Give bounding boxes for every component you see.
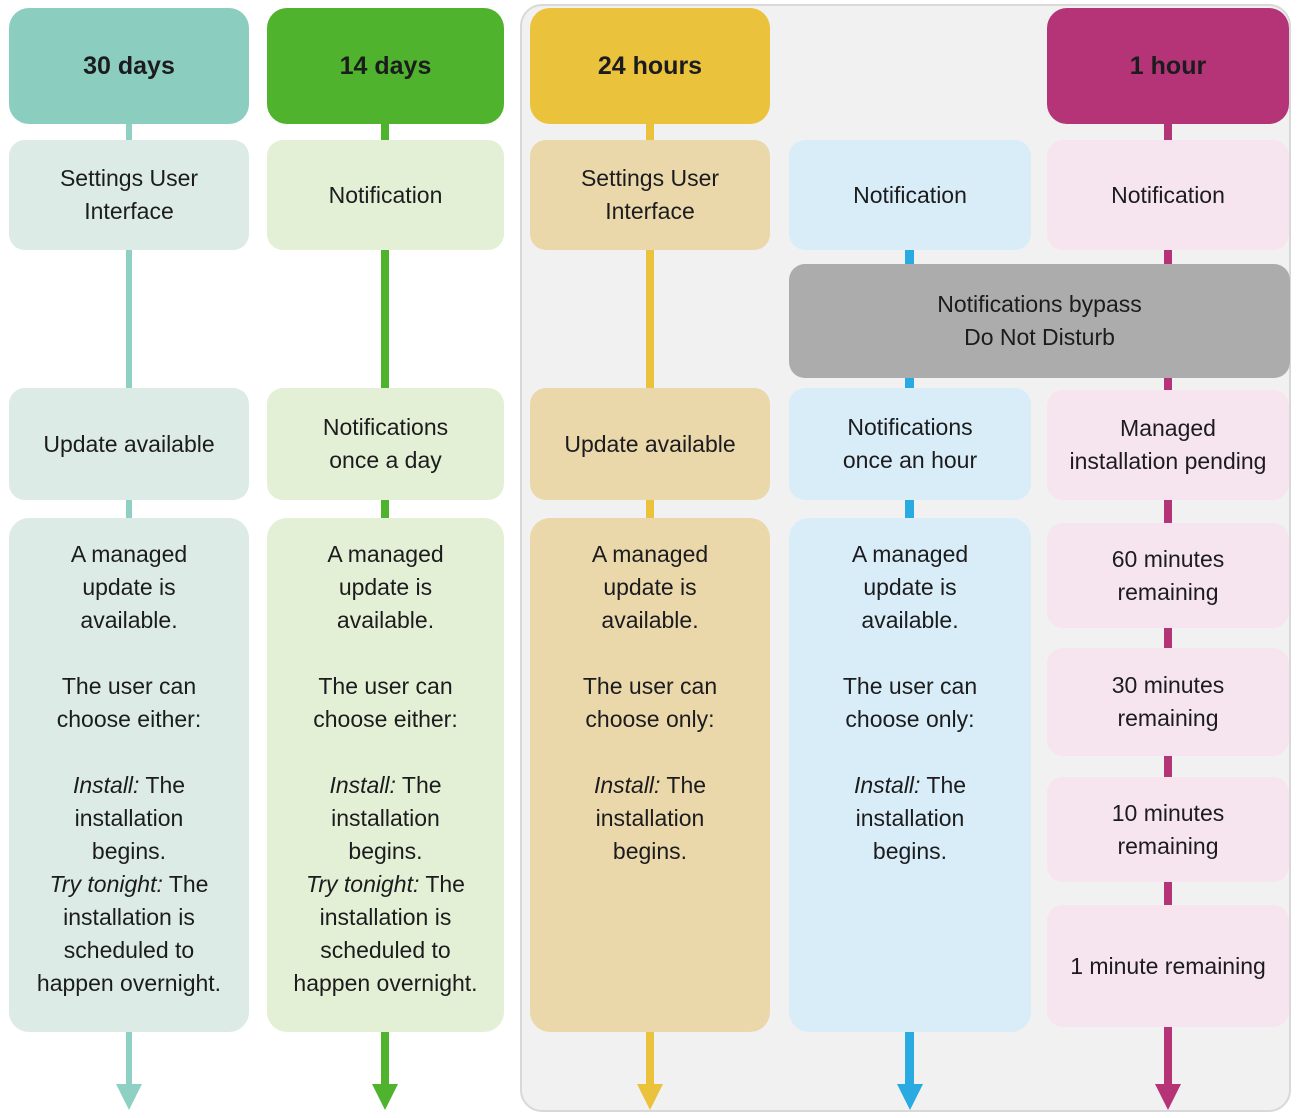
header-24-hours: 24 hours — [530, 8, 770, 124]
arrow-down-icon-14-days — [372, 1084, 398, 1110]
detail-box-hourly: A managed update is available. The user … — [789, 518, 1031, 1032]
notifications-once-an-hour-box: Notifications once an hour — [789, 388, 1031, 500]
countdown-box-30-minutes: 30 minutes remaining — [1047, 648, 1289, 756]
header-1-hour: 1 hour — [1047, 8, 1289, 124]
notification-box-14-days: Notification — [267, 140, 504, 250]
countdown-box-60-minutes: 60 minutes remaining — [1047, 523, 1289, 628]
detail-box-30-days: A managed update is available. The user … — [9, 518, 249, 1032]
arrow-down-icon-24-hours — [637, 1084, 663, 1110]
notifications-once-a-day-box: Notifications once a day — [267, 388, 504, 500]
header-14-days: 14 days — [267, 8, 504, 124]
update-available-box-30-days: Update available — [9, 388, 249, 500]
settings-ui-box-24-hours: Settings User Interface — [530, 140, 770, 250]
notifications-bypass-dnd-box: Notifications bypass Do Not Disturb — [789, 264, 1290, 378]
notification-box-hourly: Notification — [789, 140, 1031, 250]
settings-ui-box-30-days: Settings User Interface — [9, 140, 249, 250]
update-available-box-24-hours: Update available — [530, 388, 770, 500]
header-30-days: 30 days — [9, 8, 249, 124]
arrow-down-icon-notification-hourly — [897, 1084, 923, 1110]
countdown-box-1-minute: 1 minute remaining — [1047, 905, 1289, 1027]
detail-box-14-days: A managed update is available. The user … — [267, 518, 504, 1032]
managed-installation-pending-box: Managed installation pending — [1047, 390, 1289, 500]
arrow-down-icon-30-days — [116, 1084, 142, 1110]
arrow-down-icon-1-hour — [1155, 1084, 1181, 1110]
countdown-box-10-minutes: 10 minutes remaining — [1047, 777, 1289, 882]
notification-box-1-hour: Notification — [1047, 140, 1289, 250]
detail-box-24-hours: A managed update is available. The user … — [530, 518, 770, 1032]
